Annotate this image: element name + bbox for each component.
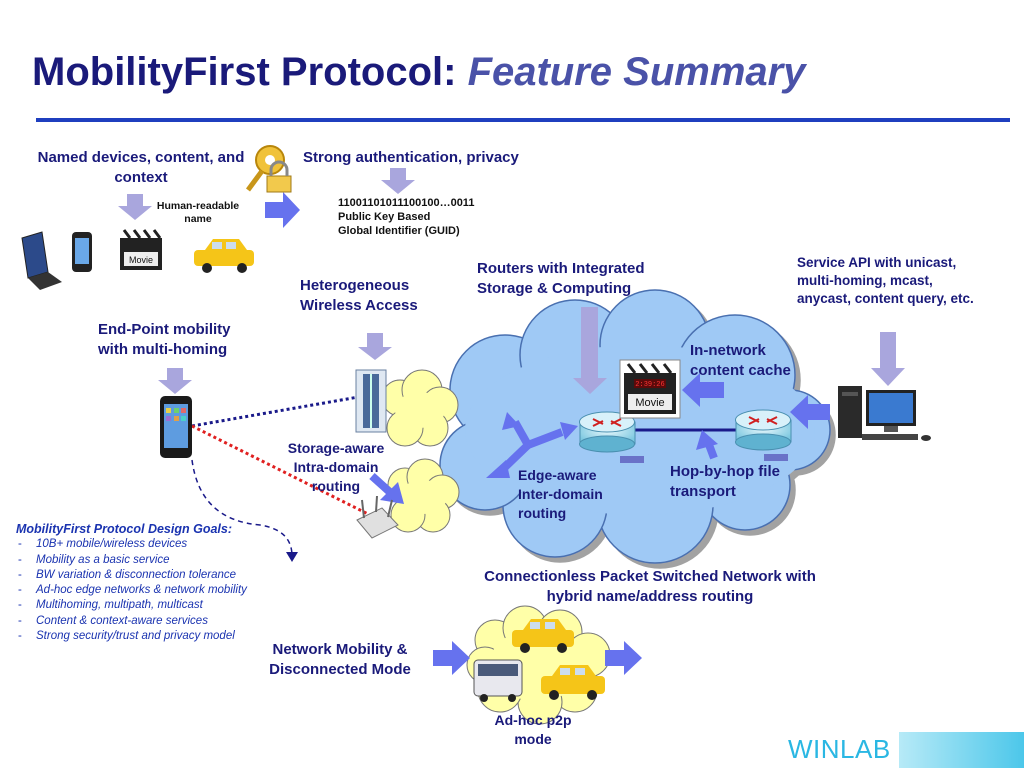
list-item: BW variation & disconnection tolerance <box>16 568 284 584</box>
label-edge-aware: Edge-aware Inter-domain routing <box>518 467 603 521</box>
label-service-api: Service API with unicast, multi-homing, … <box>797 255 974 306</box>
desktop-computer-icon <box>838 386 931 441</box>
list-item: Strong security/trust and privacy model <box>16 629 284 645</box>
list-item: Ad-hoc edge networks & network mobility <box>16 583 284 599</box>
taxi-icon <box>512 619 574 653</box>
brand-bar <box>899 732 1024 768</box>
content-cache-clapper-icon: 2:39:26 Movie <box>619 359 681 419</box>
key-lock-icon <box>245 145 292 193</box>
label-guid-bits: 11001101011100100…0011 <box>338 197 475 209</box>
label-adhoc: Ad-hoc p2p mode <box>494 712 572 747</box>
movie-counter: 2:39:26 <box>635 381 664 389</box>
design-goals-list: 10B+ mobile/wireless devices Mobility as… <box>16 537 284 644</box>
taxi-icon <box>541 665 605 700</box>
title-rule <box>36 118 1010 122</box>
arrow-down-icon <box>118 194 152 220</box>
arrow-left-icon <box>682 373 724 407</box>
edge-routing-arrows <box>486 412 578 478</box>
label-heterogeneous: Heterogeneous Wireless Access <box>300 277 418 314</box>
phone-icon <box>72 232 92 272</box>
arrow-down-icon <box>573 307 607 394</box>
label-in-network-cache: In-network content cache <box>690 342 791 379</box>
label-hop-by-hop: Hop-by-hop file transport <box>670 463 780 500</box>
arrow-right-icon <box>433 641 470 675</box>
arrow-diagonal-icon <box>369 473 404 504</box>
label-human-readable: Human-readable name <box>156 200 240 225</box>
title-main: MobilityFirst Protocol: <box>32 50 457 94</box>
list-item: Multihoming, multipath, multicast <box>16 598 284 614</box>
arrow-hop-icon <box>696 430 718 460</box>
arrow-right-icon <box>265 192 300 228</box>
design-goals: MobilityFirst Protocol Design Goals: 10B… <box>16 522 284 645</box>
label-public-key: Public Key Based <box>338 211 431 223</box>
smartphone-icon <box>160 396 192 458</box>
arrow-right-icon <box>605 641 642 675</box>
label-endpoint-mobility: End-Point mobility with multi-homing <box>98 321 231 358</box>
label-network-mobility: Network Mobility & Disconnected Mode <box>269 641 411 678</box>
wifi-router-icon <box>356 495 399 539</box>
brand-logo: WINLAB <box>788 734 891 764</box>
list-item: Mobility as a basic service <box>16 553 284 569</box>
label-guid: Global Identifier (GUID) <box>338 225 460 237</box>
list-item: Content & context-aware services <box>16 614 284 630</box>
list-item: 10B+ mobile/wireless devices <box>16 537 284 553</box>
laptop-icon <box>21 231 62 290</box>
arrow-left-icon <box>790 395 830 429</box>
mobility-path <box>191 459 293 557</box>
arrow-down-icon <box>871 332 905 386</box>
arrow-down-icon <box>381 168 415 194</box>
cell-tower-icon <box>355 369 387 433</box>
movie-clapper-icon: Movie <box>120 229 162 270</box>
bus-icon <box>473 659 523 702</box>
label-routers: Routers with Integrated Storage & Comput… <box>477 260 645 297</box>
arrow-down-icon <box>358 333 392 360</box>
label-connectionless: Connectionless Packet Switched Network w… <box>484 568 816 605</box>
arrow-down-icon <box>158 368 192 394</box>
wireless-link-navy <box>191 393 371 428</box>
label-strong-auth: Strong authentication, privacy <box>303 149 519 166</box>
design-goals-heading: MobilityFirst Protocol Design Goals: <box>16 522 232 536</box>
movie-label-small: Movie <box>129 255 153 265</box>
movie-label-cache: Movie <box>635 397 664 409</box>
router-icon <box>735 409 792 461</box>
title-accent: Feature Summary <box>467 50 806 94</box>
label-named-devices: Named devices, content, and context <box>37 149 245 186</box>
label-storage-aware: Storage-aware Intra-domain routing <box>287 440 385 494</box>
page-title: MobilityFirst Protocol: Feature Summary <box>32 50 805 95</box>
taxi-icon <box>194 239 254 273</box>
